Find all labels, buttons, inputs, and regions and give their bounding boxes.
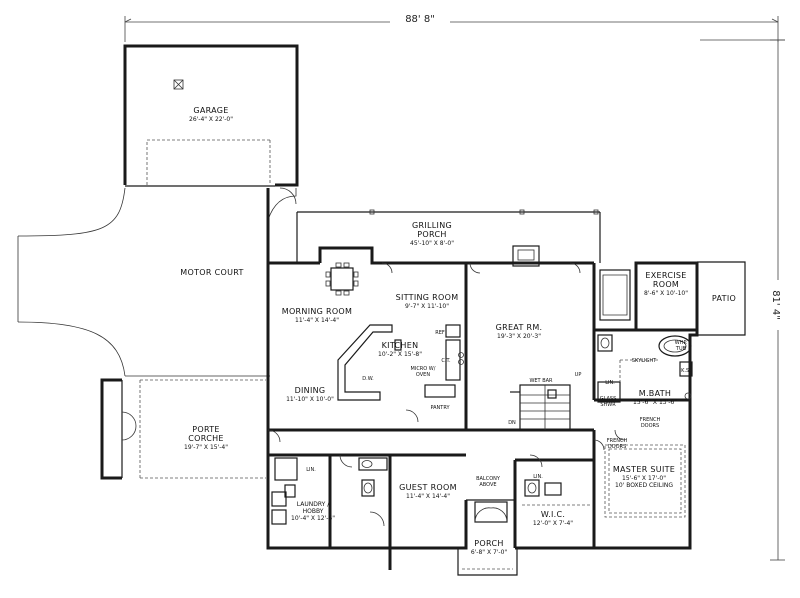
shwr-label: SHWR xyxy=(600,402,616,408)
french-doors-suite-label: FRENCH xyxy=(607,438,628,444)
porch-name: PORCH xyxy=(474,539,503,548)
oven-label: OVEN xyxy=(416,372,430,378)
patio-name: PATIO xyxy=(712,294,736,303)
up-label: UP xyxy=(575,372,582,378)
porte-corche-size: 19'-7" X 15'-4" xyxy=(184,444,228,451)
stairs xyxy=(510,384,571,431)
master-suite-note: 10' BOXED CEILING xyxy=(615,482,673,489)
room-labels: GARAGE 26'-4" X 22'-0" MOTOR COURT PORTE… xyxy=(180,106,736,556)
sitting-room-name: SITTING ROOM xyxy=(396,293,459,302)
lin-bath-label: LIN. xyxy=(605,380,615,386)
great-rm-size: 19'-3" X 20'-3" xyxy=(497,333,541,340)
dimension-lines: 88' 8" 81' 4" xyxy=(124,12,787,561)
pantry-label: PANTRY xyxy=(430,405,450,411)
dn-label: DN xyxy=(508,420,516,426)
sitting-room-size: 9'-7" X 11'-10" xyxy=(405,303,449,310)
porte-corche-name: PORTE xyxy=(192,425,220,434)
patio-zone xyxy=(697,261,746,336)
great-rm-name: GREAT RM. xyxy=(496,323,543,332)
grilling-porch-zone xyxy=(296,209,601,267)
dw-label: D.W. xyxy=(362,376,374,382)
balcony-name: BALCONY xyxy=(476,476,501,482)
garage-name: GARAGE xyxy=(193,106,228,115)
m-bath-size: 15'-6" X 13'-6" xyxy=(633,399,677,406)
whp-label: WHP. xyxy=(675,340,688,346)
balcony-name2: ABOVE xyxy=(479,482,496,488)
morning-room-name: MORNING ROOM xyxy=(282,307,352,316)
m-bath-name: M.BATH xyxy=(639,389,672,398)
house-walls xyxy=(266,188,699,570)
front-porch xyxy=(457,499,518,576)
exercise-room-size: 8'-6" X 10'-10" xyxy=(644,290,688,297)
lin-wic-label: LIN. xyxy=(533,474,543,480)
lin-laundry-label: LIN. xyxy=(306,467,316,473)
morning-room-size: 11'-4" X 14'-4" xyxy=(295,317,339,324)
porch-size: 6'-8" X 7'-0" xyxy=(471,549,508,556)
morning-room-table xyxy=(325,262,359,296)
dining-name: DINING xyxy=(295,386,326,395)
porte-corche-name2: CORCHE xyxy=(188,434,224,443)
kitchen-size: 10'-2" X 15'-8" xyxy=(378,351,422,358)
laundry-size: 10'-4" X 12'-6" xyxy=(291,515,335,522)
skylight-label: SKYLIGHT xyxy=(632,358,657,364)
micro-label: MICRO W/ xyxy=(411,366,436,372)
master-suite-size: 15'-6" X 17'-0" xyxy=(622,475,666,482)
door-swings xyxy=(267,187,626,527)
motor-court-name: MOTOR COURT xyxy=(180,268,243,277)
laundry-name: LAUNDRY / xyxy=(297,501,330,508)
wet-bar-label: WET BAR xyxy=(529,378,553,384)
tub-label: TUB xyxy=(675,346,687,352)
ref-label: REF xyxy=(435,330,445,336)
garage-size: 26'-4" X 22'-0" xyxy=(189,116,233,123)
exercise-room-name2: ROOM xyxy=(653,280,679,289)
guest-room-name: GUEST ROOM xyxy=(399,483,457,492)
bath-fixtures xyxy=(597,269,693,403)
french-doors-bath-label2: DOORS xyxy=(641,423,659,429)
kitchen-name: KITCHEN xyxy=(382,341,419,350)
master-suite-name: MASTER SUITE xyxy=(613,465,675,474)
laundry-fixtures xyxy=(271,457,590,525)
grilling-porch-name: GRILLING xyxy=(412,221,452,230)
fixture-labels: REF C.T. MICRO W/ OVEN D.W. PANTRY WET B… xyxy=(306,330,691,480)
depth-dimension: 81' 4" xyxy=(770,290,781,320)
grilling-porch-name2: PORCH xyxy=(417,230,446,239)
dining-size: 11'-10" X 10'-0" xyxy=(286,396,334,403)
french-doors-bath-label: FRENCH xyxy=(640,417,661,423)
guest-room-size: 11'-4" X 14'-4" xyxy=(406,493,450,500)
porte-corche-zone xyxy=(100,378,266,480)
garage-zone xyxy=(123,44,299,187)
exercise-room-name: EXERCISE xyxy=(645,271,686,280)
ks-label: K.S. xyxy=(681,368,691,374)
grilling-porch-size: 45'-10" X 8'-0" xyxy=(410,240,454,247)
motor-court-zone xyxy=(17,187,297,381)
master-ceiling-box xyxy=(604,444,686,518)
glass-label: GLASS xyxy=(600,396,617,402)
kitchen-counters xyxy=(337,324,464,401)
french-doors-suite-label2: DOORS xyxy=(608,444,626,450)
width-dimension: 88' 8" xyxy=(405,14,435,25)
ct-label: C.T. xyxy=(441,358,451,364)
wic-name: W.I.C. xyxy=(541,510,565,519)
laundry-name2: HOBBY xyxy=(303,508,324,515)
wic-size: 12'-0" X 7'-4" xyxy=(533,520,573,527)
